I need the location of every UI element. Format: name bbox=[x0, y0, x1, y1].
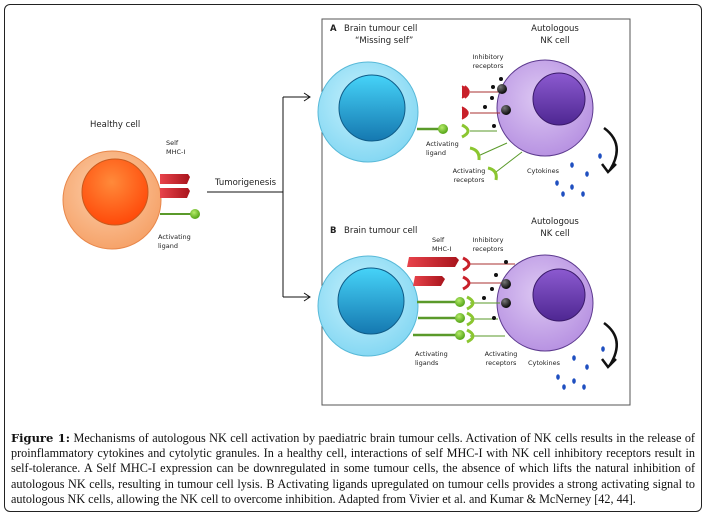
panel-a-inhibitory-1: Inhibitory bbox=[472, 53, 504, 61]
panel-b-tumour-nucleus bbox=[337, 267, 405, 335]
panel-a-act-receptors-2: receptors bbox=[453, 176, 485, 184]
figure-caption-label: Figure 1: bbox=[11, 431, 70, 445]
panel-a-ligand-2: ligand bbox=[426, 149, 446, 157]
tumorigenesis-label: Tumorigenesis bbox=[215, 178, 277, 188]
healthy-mhc-1 bbox=[160, 174, 190, 184]
healthy-cell bbox=[62, 150, 200, 250]
panel-a-tumour-nucleus bbox=[338, 74, 406, 142]
panel-b-title-1: Brain tumour cell bbox=[344, 226, 418, 236]
panel-b-cytokines bbox=[556, 346, 605, 390]
panel-b-act-receptors-1: Activating bbox=[484, 350, 518, 358]
healthy-ligand-label-1: Activating bbox=[158, 233, 191, 241]
figure-caption-text: Mechanisms of autologous NK cell activat… bbox=[11, 431, 695, 506]
panel-a-nk-title-2: NK cell bbox=[540, 36, 570, 46]
panel-a-title-1: Brain tumour cell bbox=[344, 24, 418, 34]
panel-a-ligand-ball bbox=[438, 124, 448, 134]
healthy-cell-nucleus bbox=[81, 158, 149, 226]
panel-a-cytokines: Cytokines bbox=[527, 167, 559, 175]
panel-b-ligands-2: ligands bbox=[415, 359, 439, 367]
panel-b-letter: B bbox=[330, 226, 337, 236]
healthy-ligand-ball bbox=[190, 209, 200, 219]
panel-b-mhc-2: MHC-I bbox=[432, 245, 452, 253]
panel-b-nk-title-2: NK cell bbox=[540, 229, 570, 239]
panel-b-act-receptors-2: receptors bbox=[485, 359, 517, 367]
figure-frame bbox=[4, 4, 702, 512]
panel-a-ligand-1: Activating bbox=[426, 140, 459, 148]
panel-a-nk-nucleus bbox=[532, 72, 586, 126]
panel-a-nk-title-1: Autologous bbox=[531, 24, 579, 34]
panel-b bbox=[317, 254, 618, 390]
healthy-mhc-label-1: Self bbox=[166, 139, 179, 147]
panel-b-nk-nucleus bbox=[532, 268, 586, 322]
panel-a-title-2: “Missing self” bbox=[355, 36, 414, 46]
panel-b-nk-title-1: Autologous bbox=[531, 217, 579, 227]
panel-a-cytokines bbox=[555, 153, 602, 197]
figure-caption: Figure 1: Mechanisms of autologous NK ce… bbox=[11, 431, 695, 507]
healthy-mhc-2 bbox=[160, 188, 190, 198]
panel-b-cytokines: Cytokines bbox=[528, 359, 560, 367]
panel-a-act-receptors-1: Activating bbox=[452, 167, 486, 175]
panel-a-letter: A bbox=[330, 24, 337, 34]
panel-b-inhibitory-2: receptors bbox=[472, 245, 504, 253]
healthy-mhc-label-2: MHC-I bbox=[166, 148, 186, 156]
healthy-ligand-label-2: ligand bbox=[158, 242, 178, 250]
panel-a-inhibitory-2: receptors bbox=[472, 62, 504, 70]
panel-b-ligands-1: Activating bbox=[415, 350, 448, 358]
panel-a bbox=[317, 59, 618, 197]
healthy-cell-title: Healthy cell bbox=[90, 120, 141, 130]
panel-b-mhc-1: Self bbox=[432, 236, 445, 244]
tumorigenesis-arrows bbox=[207, 92, 311, 302]
panel-b-inhibitory-1: Inhibitory bbox=[472, 236, 504, 244]
